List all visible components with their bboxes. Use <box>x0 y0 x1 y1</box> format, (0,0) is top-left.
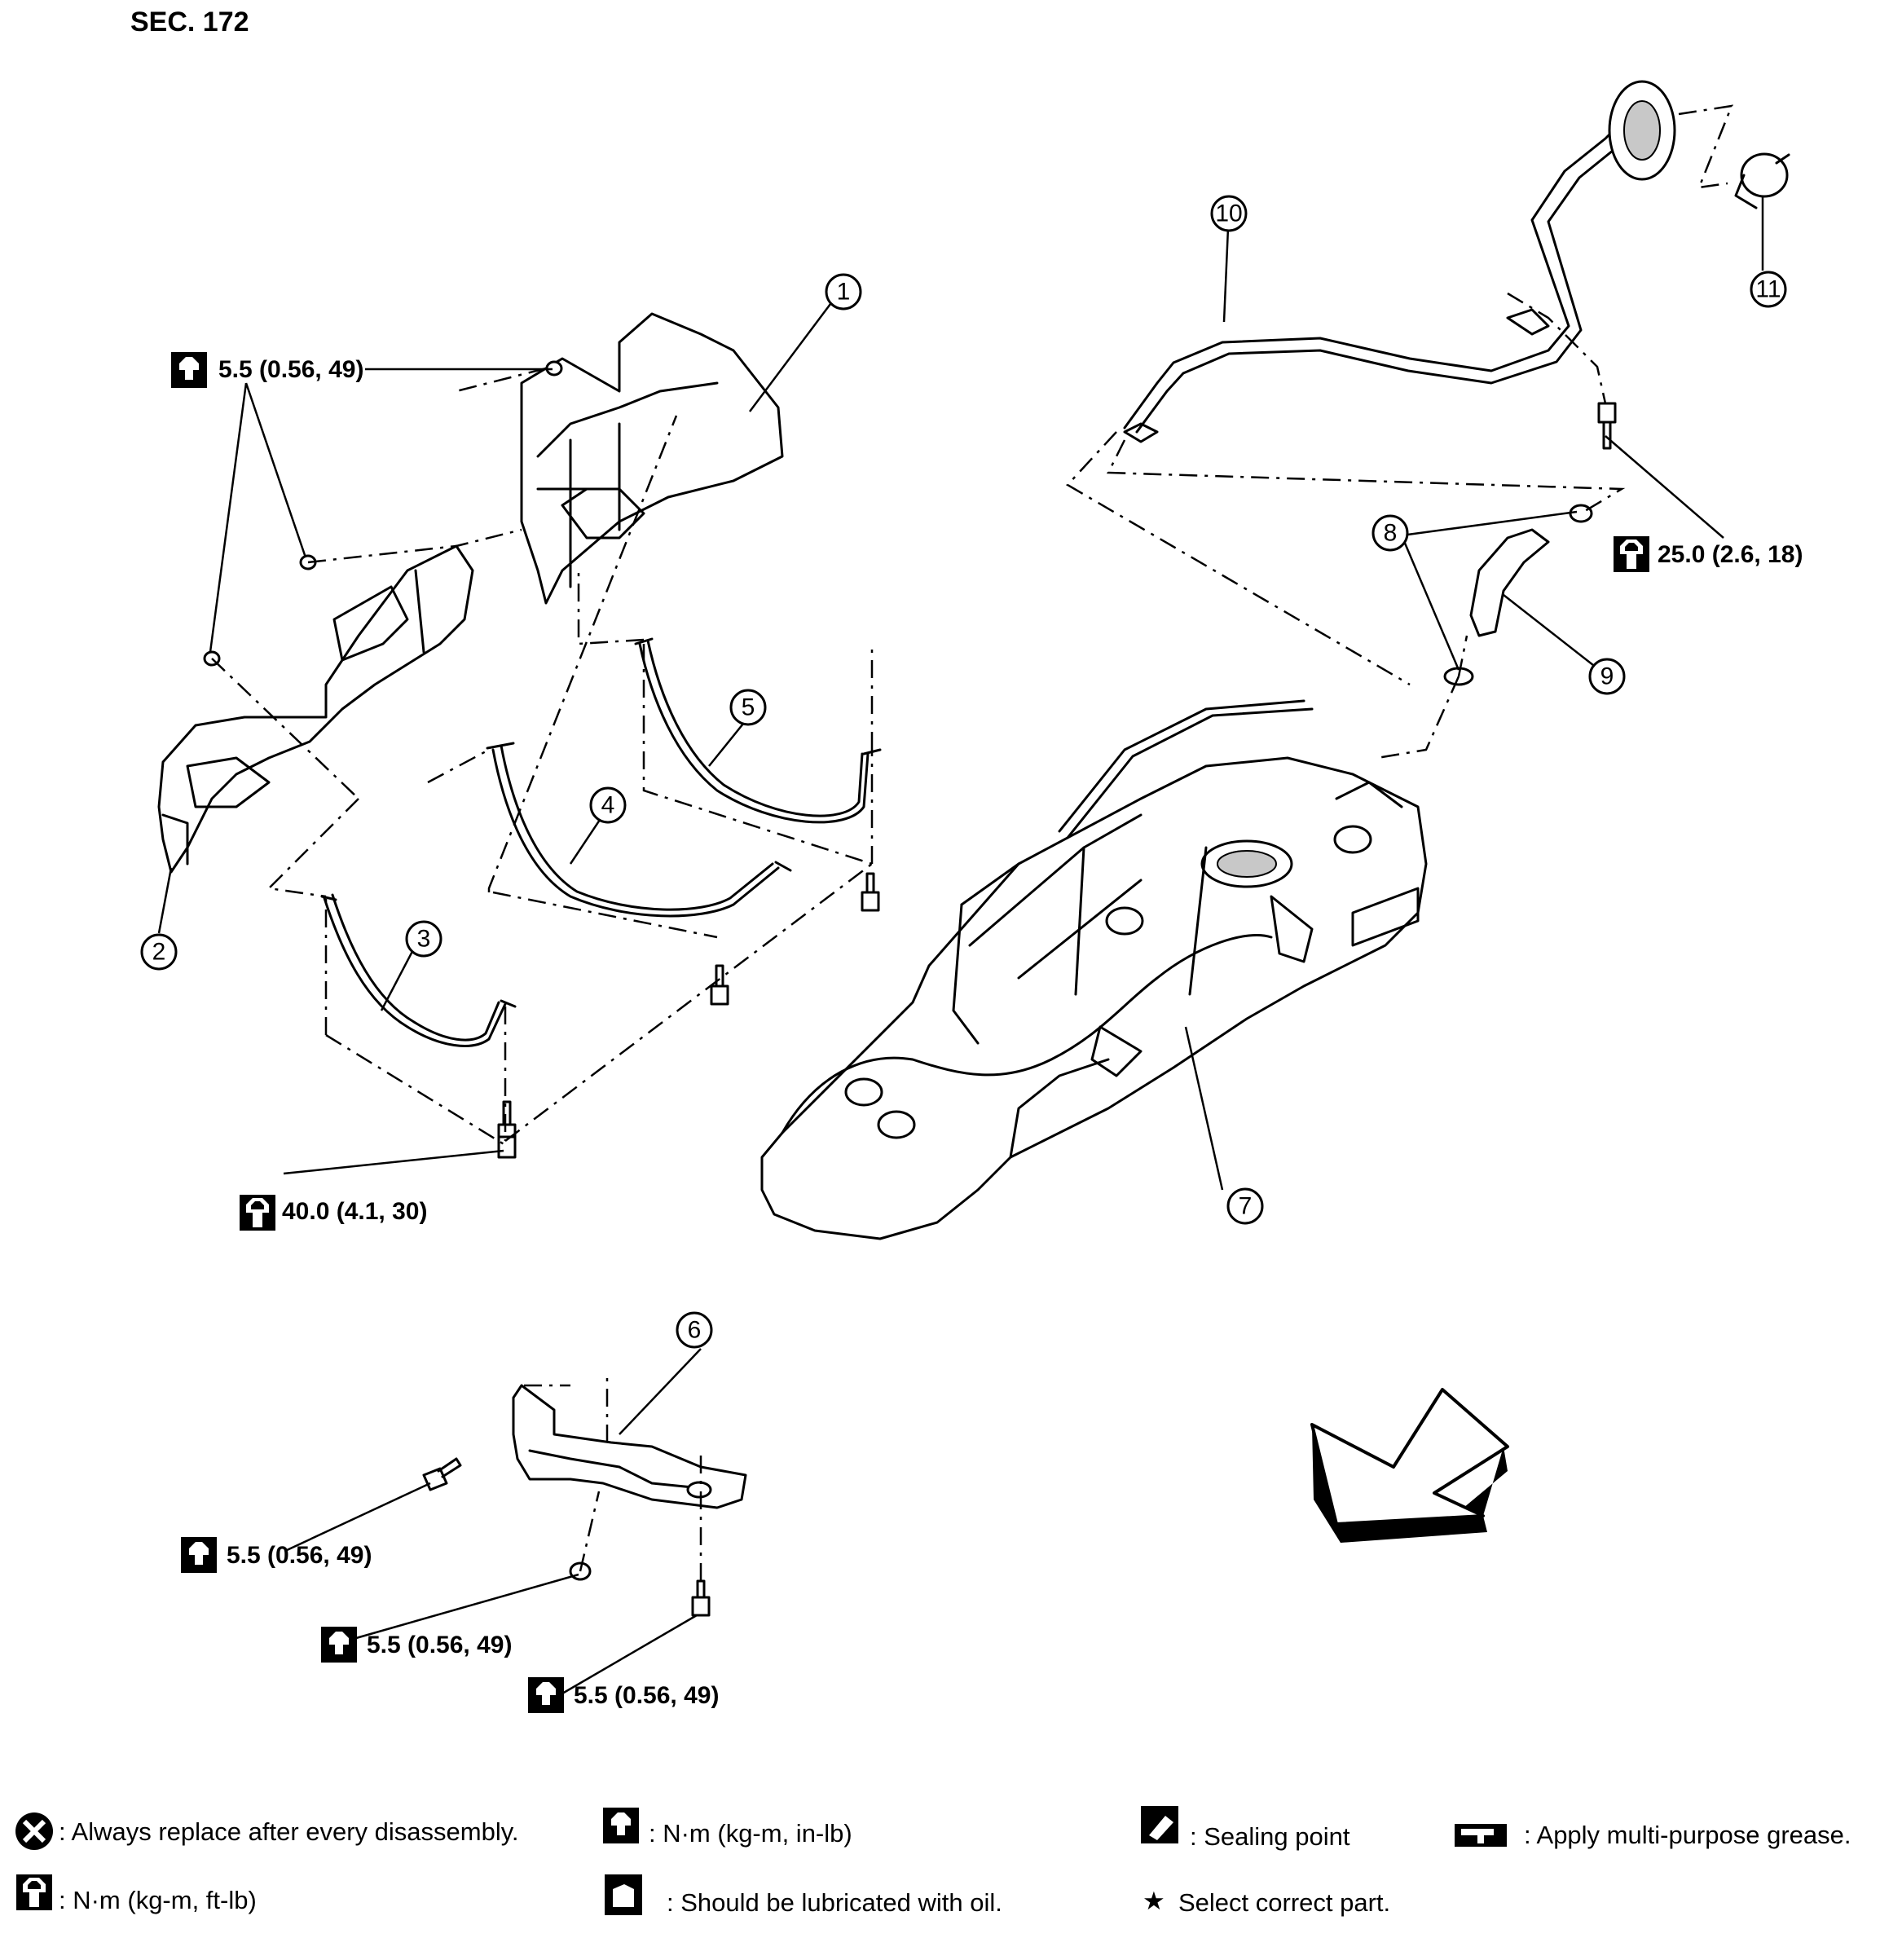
torque-in-lb-icon <box>181 1537 217 1573</box>
callout-3: 3 <box>405 920 442 958</box>
front-direction-arrow <box>1310 1388 1509 1543</box>
section-label: SEC. 172 <box>130 7 249 37</box>
torque-label-upper: 5.5 (0.56, 49) <box>171 352 363 388</box>
legend-lubricate-oil: : Should be lubricated with oil. <box>667 1888 1002 1917</box>
torque-in-lb-icon <box>321 1627 357 1663</box>
svg-text:5.5 (0.56, 49): 5.5 (0.56, 49) <box>227 1542 372 1569</box>
torque-in-lb-icon <box>528 1677 564 1713</box>
torque-ft-lb-icon <box>1614 536 1649 572</box>
part-2-heat-shield-lower <box>157 544 474 874</box>
svg-text:1: 1 <box>837 279 851 306</box>
svg-text:5.5 (0.56, 49): 5.5 (0.56, 49) <box>367 1632 512 1658</box>
callout-4: 4 <box>589 786 627 824</box>
svg-text:8: 8 <box>1384 520 1398 547</box>
callout-7: 7 <box>1226 1187 1264 1225</box>
assembly-lines <box>211 104 1733 1581</box>
callout-5: 5 <box>729 689 767 726</box>
svg-text:6: 6 <box>688 1317 702 1344</box>
sealing-icon <box>1141 1806 1178 1843</box>
part-3-strap <box>320 893 517 1047</box>
legend-select-part: Select correct part. <box>1178 1888 1390 1917</box>
torque-in-lb-icon <box>603 1808 639 1843</box>
svg-text:9: 9 <box>1600 663 1614 690</box>
torque-label-filler-bolt: 25.0 (2.6, 18) <box>1614 536 1803 572</box>
callout-9: 9 <box>1588 658 1626 695</box>
torque-label-bracket-3: 5.5 (0.56, 49) <box>528 1677 719 1713</box>
part-1-heat-shield-upper <box>520 312 784 605</box>
callout-10: 10 <box>1210 195 1248 232</box>
svg-text:SEC. 172: SEC. 172 <box>130 7 249 37</box>
svg-text:11: 11 <box>1755 276 1781 303</box>
torque-label-bracket-2: 5.5 (0.56, 49) <box>321 1627 512 1663</box>
svg-text:3: 3 <box>417 926 431 953</box>
svg-text:4: 4 <box>601 792 615 819</box>
svg-text:7: 7 <box>1239 1193 1253 1220</box>
bolt-strap-4 <box>710 964 729 1006</box>
leader-lines <box>157 196 1764 1695</box>
callout-8: 8 <box>1371 514 1409 552</box>
torque-ft-lb-icon <box>16 1874 52 1910</box>
callout-2: 2 <box>140 933 178 971</box>
svg-text:25.0 (2.6, 18): 25.0 (2.6, 18) <box>1658 541 1803 568</box>
legend-sealing-point: : Sealing point <box>1190 1822 1350 1851</box>
torque-in-lb-icon <box>171 352 207 388</box>
oil-icon <box>605 1874 642 1915</box>
part-9-hose <box>1469 528 1550 637</box>
part-11-filler-cap <box>1734 152 1790 209</box>
svg-text:10: 10 <box>1215 200 1242 227</box>
svg-text:5: 5 <box>742 694 755 721</box>
torque-label-bracket-1: 5.5 (0.56, 49) <box>181 1537 372 1573</box>
part-7-fuel-tank <box>760 699 1428 1240</box>
legend: : Always replace after every disassembly… <box>15 1806 1851 1917</box>
svg-text:2: 2 <box>152 939 166 966</box>
torque-ft-lb-icon <box>240 1195 275 1231</box>
callout-6: 6 <box>676 1311 713 1349</box>
bolt-bracket-right <box>691 1579 711 1617</box>
legend-apply-grease: : Apply multi-purpose grease. <box>1524 1821 1851 1849</box>
part-4-strap <box>486 742 792 918</box>
callout-11: 11 <box>1750 271 1787 308</box>
star-icon: ★ <box>1143 1887 1165 1915</box>
part-8-clamp-upper <box>1569 504 1593 523</box>
bolt-filler <box>1597 402 1617 450</box>
svg-text:5.5 (0.56, 49): 5.5 (0.56, 49) <box>574 1682 719 1709</box>
legend-nm-ft-lb: : N·m (kg-m, ft-lb) <box>59 1886 257 1914</box>
bolt-bracket-left <box>422 1457 462 1491</box>
grease-icon <box>1455 1824 1507 1847</box>
legend-always-replace: : Always replace after every disassembly… <box>59 1817 519 1846</box>
part-6-bracket <box>512 1384 747 1509</box>
x-circle-icon <box>15 1812 53 1850</box>
bolt-strap-5 <box>861 872 880 912</box>
callout-1: 1 <box>825 273 862 311</box>
part-5-strap <box>634 637 882 824</box>
part-10-filler-tube <box>1123 80 1676 443</box>
svg-text:40.0 (4.1, 30): 40.0 (4.1, 30) <box>282 1198 427 1225</box>
legend-nm-in-lb: : N·m (kg-m, in-lb) <box>649 1819 852 1848</box>
torque-label-straps: 40.0 (4.1, 30) <box>240 1195 427 1231</box>
svg-text:5.5 (0.56, 49): 5.5 (0.56, 49) <box>218 356 363 383</box>
